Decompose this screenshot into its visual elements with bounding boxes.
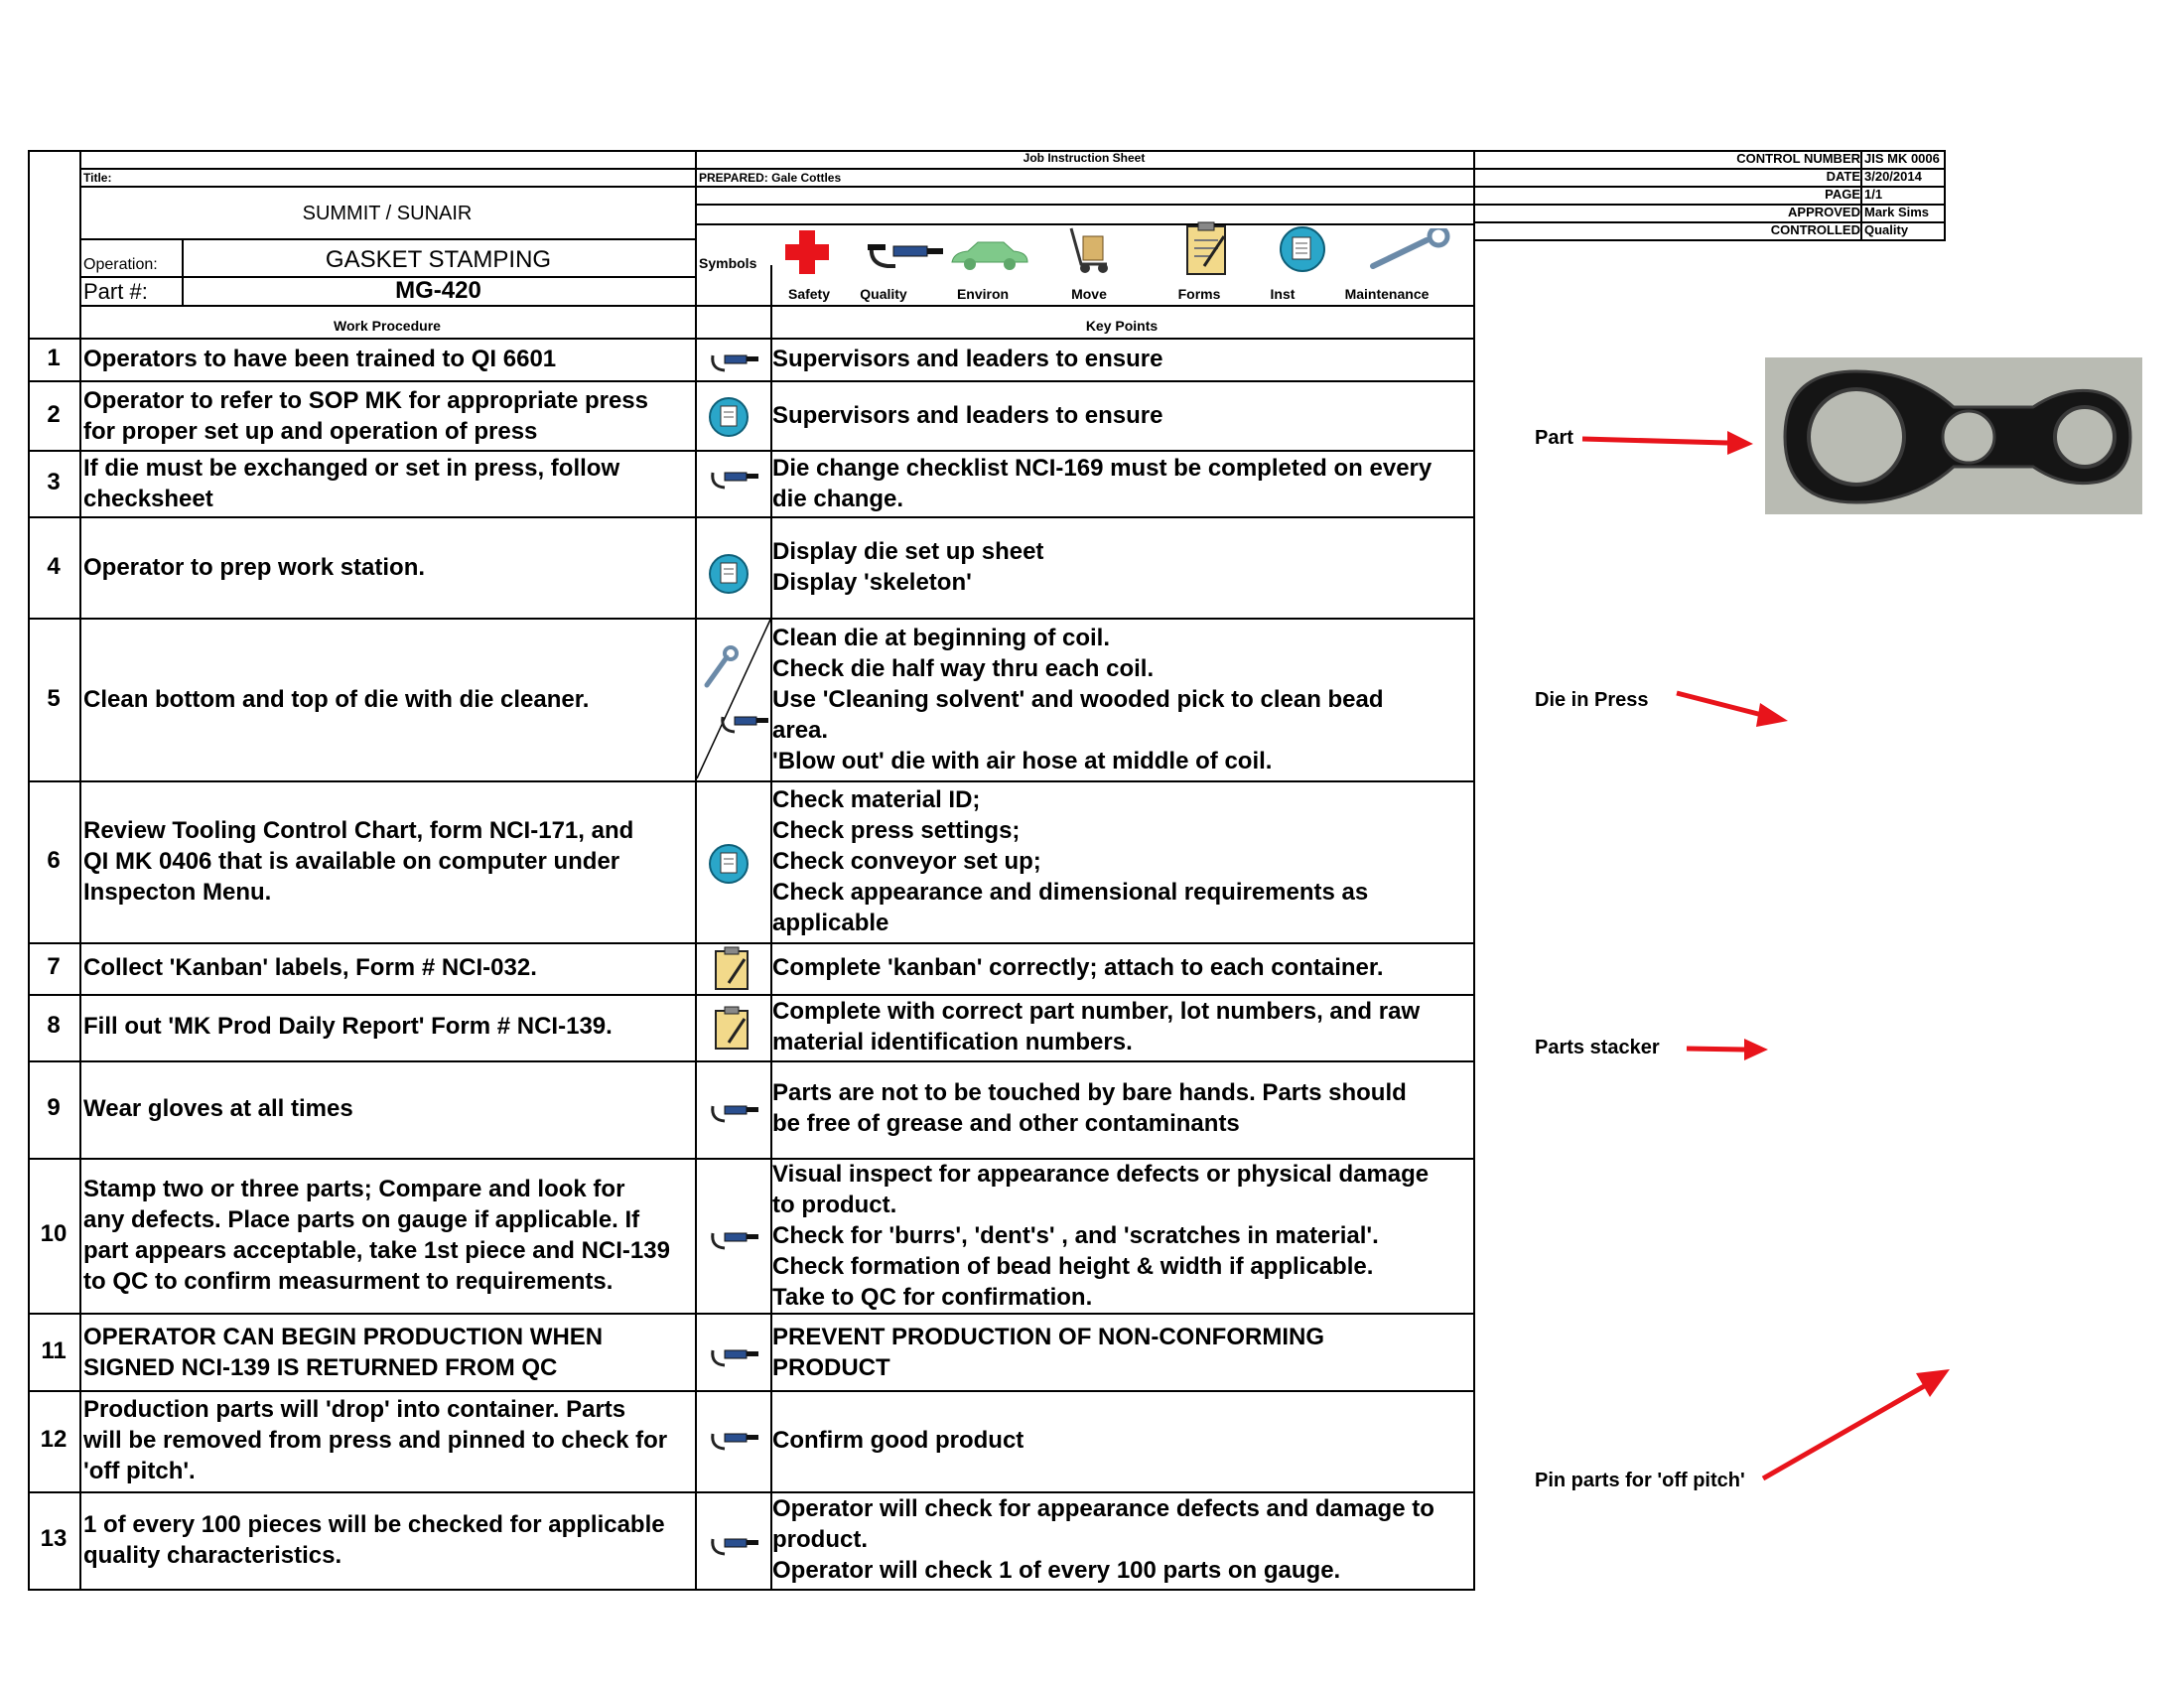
step-number: 2 — [47, 401, 61, 428]
symbols-label: Symbols — [699, 255, 757, 271]
page-label: PAGE — [1825, 187, 1860, 202]
gasket-part-image — [1765, 357, 2142, 514]
instruction-disc-icon — [709, 554, 749, 594]
arrow-to-pin-icon — [1761, 1369, 1950, 1481]
step-number: 10 — [40, 1220, 68, 1247]
work-procedure-header: Work Procedure — [334, 318, 441, 334]
symbol-label-inst: Inst — [1270, 286, 1296, 302]
step-number: 12 — [40, 1426, 68, 1453]
step-number: 5 — [47, 685, 61, 712]
symbol-label-quality: Quality — [860, 286, 907, 302]
prepared-by: PREPARED: Gale Cottles — [699, 171, 842, 185]
arrow-to-part-icon — [1581, 431, 1753, 455]
key-points-cell: Visual inspect for appearance defects or… — [772, 1161, 1430, 1311]
hand-truck-icon — [1069, 227, 1108, 273]
key-points-cell: Confirm good product — [772, 1427, 1024, 1454]
side-note-parts-stacker: Parts stacker — [1535, 1037, 1660, 1058]
approved-value: Mark Sims — [1864, 205, 1930, 219]
work-procedure-cell: Stamp two or three parts; Compare and lo… — [83, 1176, 670, 1295]
micrometer-icon — [711, 354, 758, 372]
key-points-cell: Clean die at beginning of coil.Check die… — [772, 625, 1384, 774]
instruction-disc-icon — [709, 844, 749, 884]
date-value: 3/20/2014 — [1864, 169, 1922, 184]
approved-label: APPROVED — [1788, 205, 1860, 219]
control-number-label: CONTROL NUMBER — [1736, 151, 1860, 166]
clipboard-icon — [1186, 221, 1226, 275]
car-icon — [951, 241, 1028, 270]
key-points-cell: Supervisors and leaders to ensure — [772, 346, 1163, 372]
work-procedure-cell: Clean bottom and top of die with die cle… — [83, 686, 590, 713]
control-number: JIS MK 0006 — [1864, 151, 1940, 166]
diagonal-divider — [696, 619, 771, 779]
side-note-die-in-press: Die in Press — [1535, 689, 1649, 711]
customer-name: SUMMIT / SUNAIR — [302, 203, 473, 224]
operation-label: Operation: — [83, 256, 158, 273]
work-procedure-cell: Collect 'Kanban' labels, Form # NCI-032. — [83, 954, 537, 981]
arrow-to-stacker-icon — [1686, 1039, 1768, 1060]
arrow-to-die-icon — [1676, 690, 1788, 727]
side-note-pin-parts: Pin parts for 'off pitch' — [1535, 1470, 1745, 1491]
symbol-label-maintenance: Maintenance — [1344, 286, 1430, 302]
key-points-cell: Check material ID;Check press settings;C… — [772, 786, 1369, 936]
work-procedure-cell: Operator to refer to SOP MK for appropri… — [83, 387, 649, 445]
date-label: DATE — [1826, 169, 1860, 184]
work-procedure-cell: Fill out 'MK Prod Daily Report' Form # N… — [83, 1013, 613, 1040]
work-procedure-cell: Operator to prep work station. — [83, 554, 426, 581]
work-procedure-cell: If die must be exchanged or set in press… — [83, 455, 620, 512]
symbol-label-environ: Environ — [956, 286, 1010, 302]
step-number: 3 — [47, 469, 61, 495]
micrometer-icon — [711, 1538, 758, 1556]
key-points-cell: Supervisors and leaders to ensure — [772, 402, 1163, 429]
micrometer-icon — [721, 716, 768, 734]
micrometer-icon — [711, 1349, 758, 1367]
side-note-part: Part — [1535, 427, 1573, 449]
key-points-cell: Complete with correct part number, lot n… — [772, 998, 1421, 1055]
step-number: 1 — [47, 345, 61, 371]
step-number: 11 — [41, 1337, 67, 1364]
safety-cross-icon — [785, 230, 829, 274]
operation-name: GASKET STAMPING — [325, 246, 552, 273]
controlled-value: Quality — [1864, 222, 1909, 237]
work-procedure-cell: Wear gloves at all times — [83, 1095, 353, 1122]
step-number: 6 — [47, 847, 61, 874]
page-value: 1/1 — [1864, 187, 1883, 202]
work-procedure-cell: Production parts will 'drop' into contai… — [83, 1396, 668, 1484]
instruction-disc-icon — [709, 397, 749, 437]
micrometer-icon — [711, 472, 758, 490]
key-points-cell: Parts are not to be touched by bare hand… — [772, 1079, 1407, 1137]
wrench-icon — [1370, 228, 1450, 269]
part-label: Part #: — [83, 279, 148, 304]
step-number: 9 — [47, 1094, 61, 1121]
micrometer-icon — [868, 244, 943, 268]
controlled-label: CONTROLLED — [1770, 222, 1860, 237]
step-number: 13 — [40, 1525, 68, 1552]
clipboard-icon — [715, 1006, 749, 1050]
symbol-label-forms: Forms — [1177, 286, 1221, 302]
symbol-label-safety: Safety — [787, 286, 831, 302]
key-points-cell: Complete 'kanban' correctly; attach to e… — [772, 954, 1384, 981]
key-points-cell: Operator will check for appearance defec… — [772, 1495, 1434, 1584]
instruction-disc-icon — [1280, 226, 1325, 272]
symbol-label-move: Move — [1071, 286, 1107, 302]
micrometer-icon — [711, 1105, 758, 1123]
micrometer-icon — [711, 1232, 758, 1250]
part-number: MG-420 — [395, 277, 481, 304]
work-procedure-cell: Operators to have been trained to QI 660… — [83, 346, 557, 372]
clipboard-icon — [715, 946, 749, 990]
step-number: 4 — [47, 553, 61, 580]
work-procedure-cell: 1 of every 100 pieces will be checked fo… — [83, 1511, 665, 1569]
step-number: 7 — [47, 953, 61, 980]
wrench-icon — [704, 645, 739, 688]
micrometer-icon — [711, 1433, 758, 1451]
step-number: 8 — [47, 1012, 61, 1039]
title-label: Title: — [83, 171, 112, 185]
key-points-header: Key Points — [1085, 318, 1159, 334]
sheet-title: Job Instruction Sheet — [1023, 151, 1146, 165]
key-points-cell: Die change checklist NCI-169 must be com… — [772, 455, 1433, 512]
work-procedure-cell: Review Tooling Control Chart, form NCI-1… — [83, 817, 634, 906]
